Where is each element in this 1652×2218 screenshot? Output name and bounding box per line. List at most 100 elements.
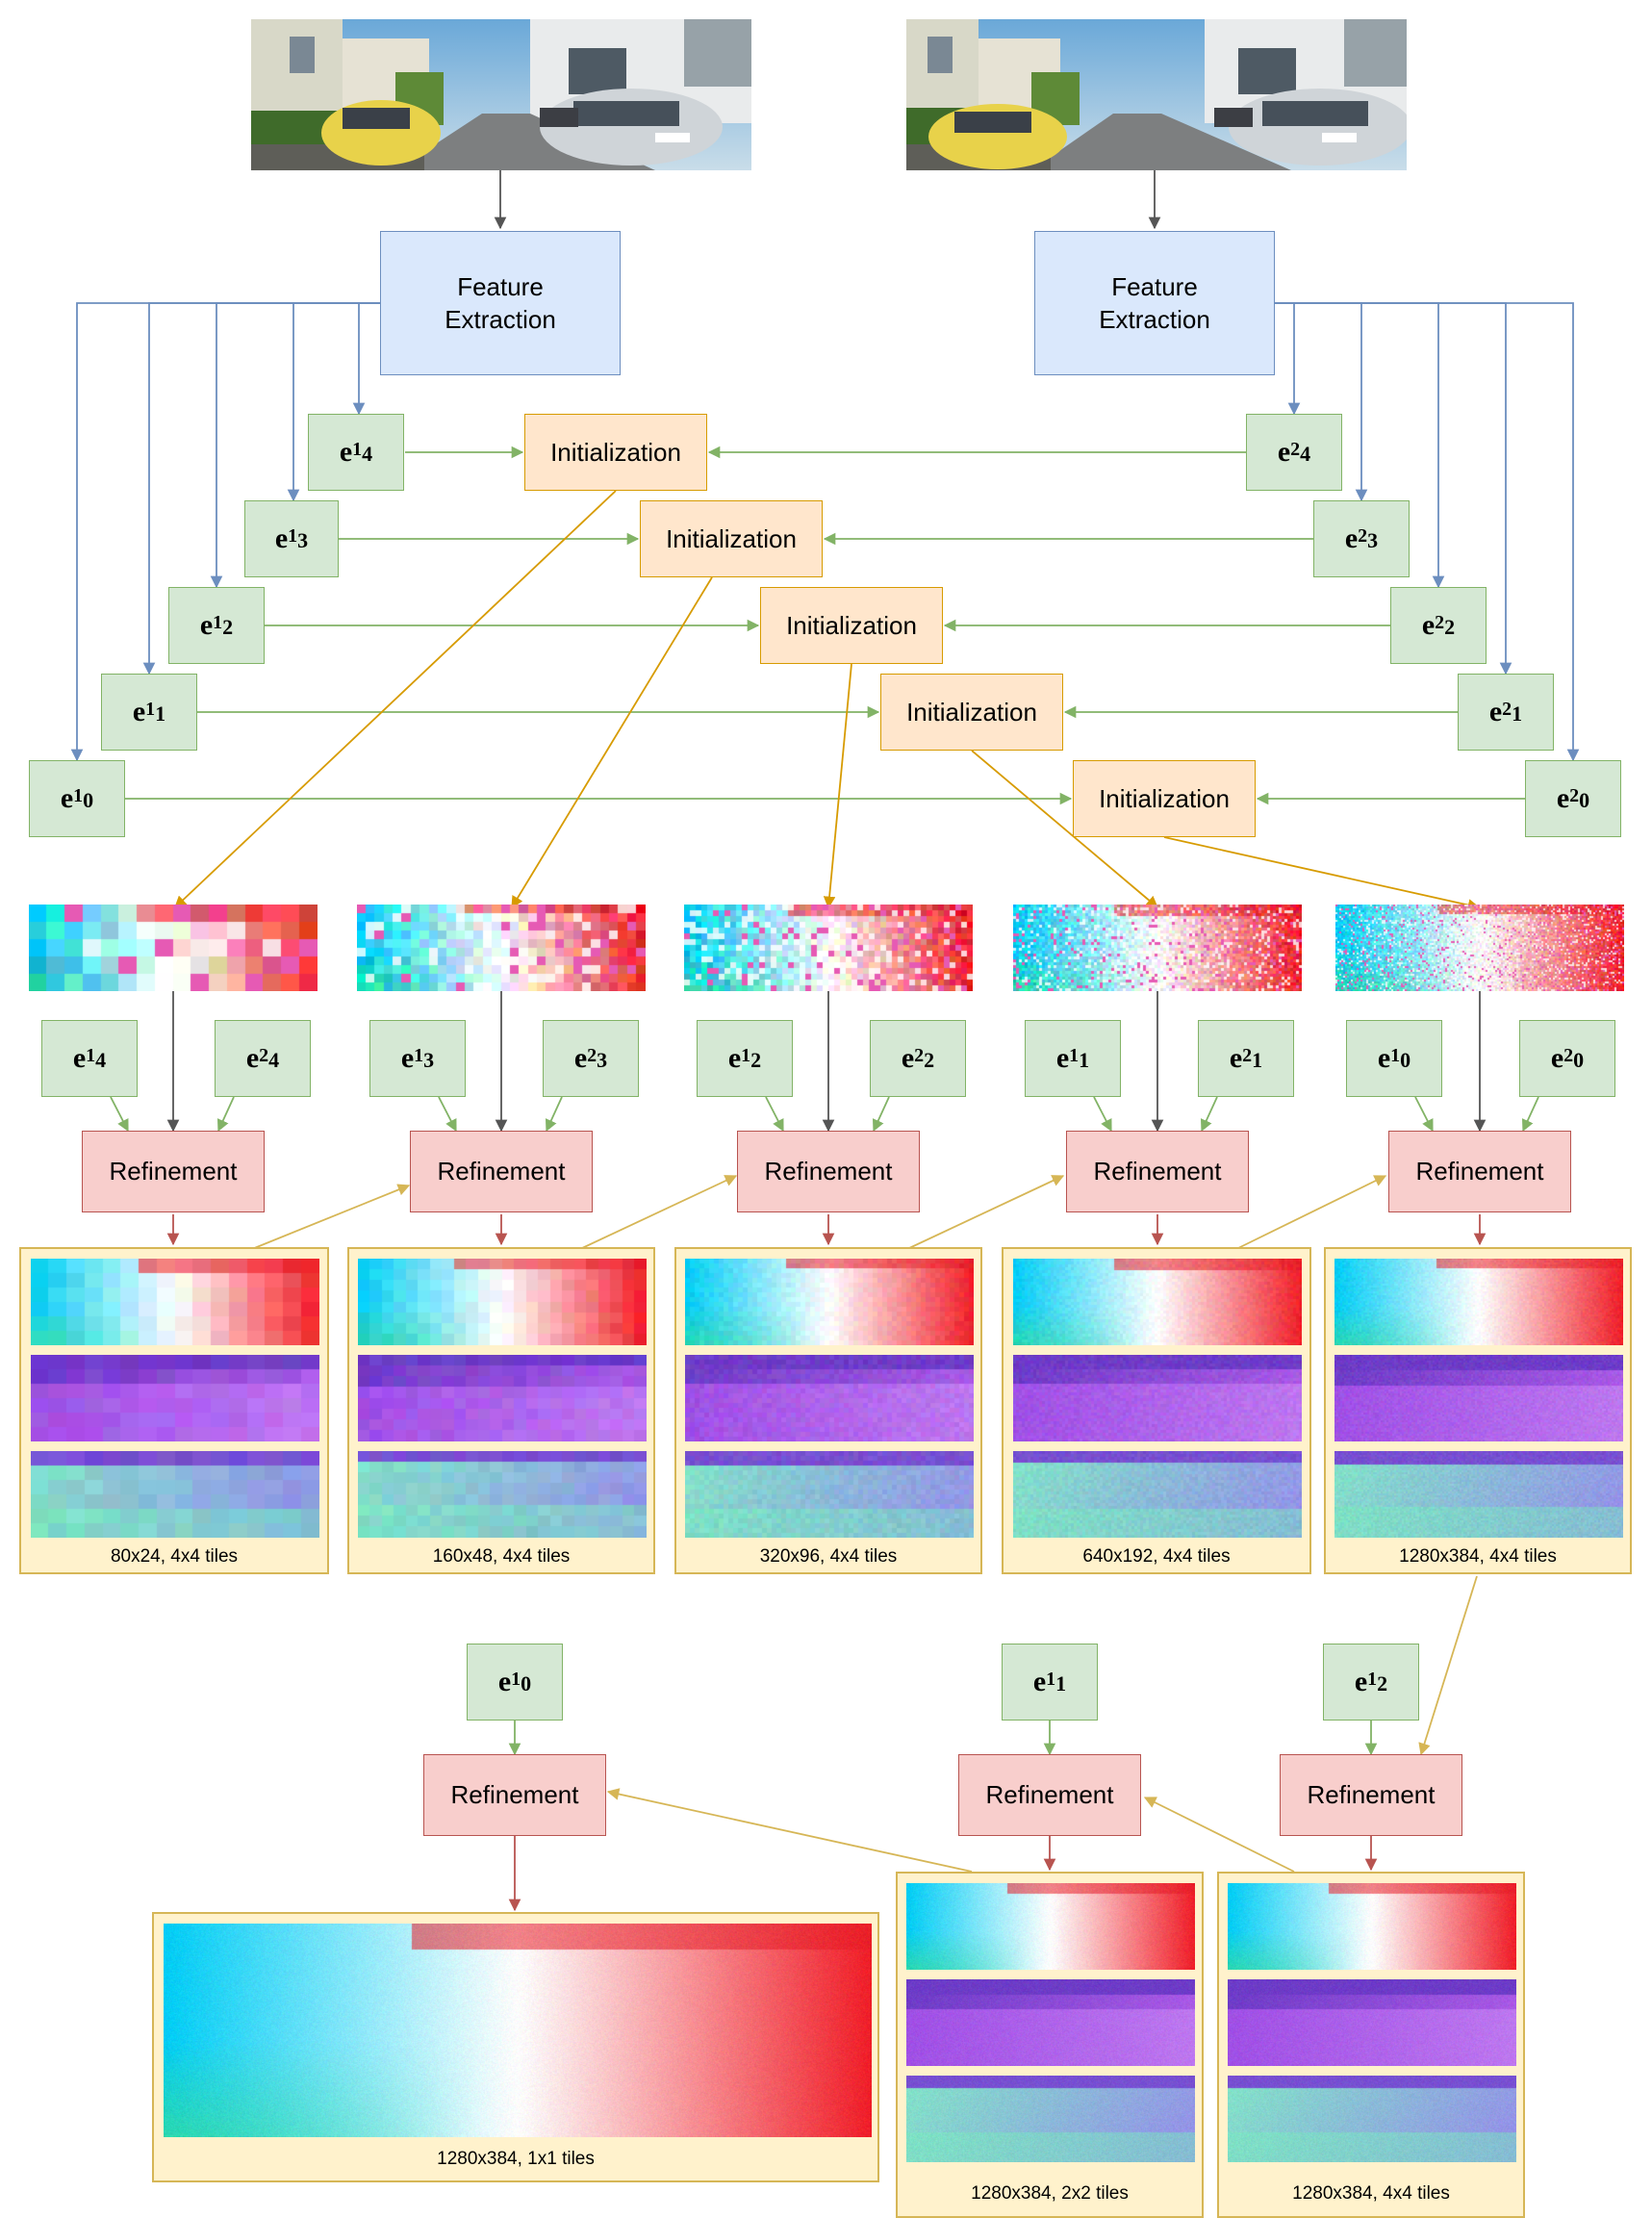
result-panel-level-2: 320x96, 4x4 tiles xyxy=(674,1247,982,1574)
left-camera-image xyxy=(251,19,751,170)
refinement-label: Refinement xyxy=(1415,1157,1544,1185)
disparity-map xyxy=(685,1259,974,1345)
slant-y-map xyxy=(685,1451,974,1538)
slant-y-map xyxy=(1013,1451,1302,1538)
result-panel-2x2: 1280x384, 2x2 tiles xyxy=(896,1872,1204,2218)
initialization-level-1: Initialization xyxy=(880,674,1063,751)
refinement-label: Refinement xyxy=(1093,1157,1222,1185)
encoding-base: e xyxy=(1488,696,1503,727)
panel-caption: 160x48, 4x4 tiles xyxy=(432,1546,571,1567)
encoding-base: e xyxy=(60,782,74,814)
feature-extraction-left-label: Feature Extraction xyxy=(445,272,556,334)
refinement-label: Refinement xyxy=(109,1157,238,1185)
slant-y-map xyxy=(1334,1451,1623,1538)
refinement-level-1: Refinement xyxy=(1066,1131,1249,1212)
encoding-base: e xyxy=(1556,782,1570,814)
refinement-label: Refinement xyxy=(1307,1780,1436,1809)
disparity-map xyxy=(31,1259,319,1345)
feature-extraction-right: Feature Extraction xyxy=(1034,231,1275,375)
initialization-label: Initialization xyxy=(1099,783,1230,813)
encoding-base: e xyxy=(727,1042,742,1074)
disparity-map xyxy=(358,1259,647,1345)
encoding-base: e xyxy=(1354,1666,1368,1697)
encoding-base: e xyxy=(1421,609,1436,641)
refinement-level-0: Refinement xyxy=(1388,1131,1571,1212)
encoding-base: e xyxy=(1550,1042,1564,1074)
encoding-base: e xyxy=(245,1042,260,1074)
slant-x-map xyxy=(1228,1979,1516,2066)
slant-y-map xyxy=(358,1451,647,1538)
encoding-base: e xyxy=(1032,1666,1047,1697)
init-map-level-0 xyxy=(1335,905,1624,991)
panel-caption: 1280x384, 4x4 tiles xyxy=(1399,1546,1557,1567)
disparity-map xyxy=(1334,1259,1623,1345)
refinement-full-res-4x4: Refinement xyxy=(1280,1754,1462,1836)
encoding-base: e xyxy=(132,696,146,727)
refinement-label: Refinement xyxy=(437,1157,566,1185)
encoding-base: e xyxy=(72,1042,87,1074)
result-panel-4x4-full: 1280x384, 4x4 tiles xyxy=(1217,1872,1525,2218)
initialization-label: Initialization xyxy=(550,437,681,467)
encoding-base: e xyxy=(274,523,289,554)
refinement-label: Refinement xyxy=(764,1157,893,1185)
disparity-map xyxy=(906,1883,1195,1970)
refinement-level-4: Refinement xyxy=(82,1131,265,1212)
panel-caption: 1280x384, 1x1 tiles xyxy=(437,2149,595,2169)
encoding-base: e xyxy=(1229,1042,1243,1074)
slant-x-map xyxy=(1013,1355,1302,1441)
slant-y-map xyxy=(1228,2076,1516,2162)
refinement-label: Refinement xyxy=(985,1780,1114,1809)
init-map-level-1 xyxy=(1013,905,1302,991)
initialization-label: Initialization xyxy=(786,610,917,640)
init-map-level-4 xyxy=(29,905,318,991)
panel-caption: 80x24, 4x4 tiles xyxy=(110,1546,239,1567)
feature-extraction-right-label: Feature Extraction xyxy=(1099,272,1210,334)
result-panel-level-0: 1280x384, 4x4 tiles xyxy=(1324,1247,1632,1574)
slant-y-map xyxy=(906,2076,1195,2162)
initialization-level-0: Initialization xyxy=(1073,760,1256,837)
disparity-map xyxy=(1013,1259,1302,1345)
disparity-map xyxy=(164,1924,872,2137)
encoding-base: e xyxy=(400,1042,415,1074)
refinement-level-3: Refinement xyxy=(410,1131,593,1212)
encoding-base: e xyxy=(497,1666,512,1697)
result-panel-level-4: 80x24, 4x4 tiles xyxy=(19,1247,329,1574)
refinement-level-2: Refinement xyxy=(737,1131,920,1212)
slant-x-map xyxy=(906,1979,1195,2066)
slant-x-map xyxy=(1334,1355,1623,1441)
refinement-full-res-1x1: Refinement xyxy=(423,1754,606,1836)
initialization-label: Initialization xyxy=(906,697,1037,727)
encoding-base: e xyxy=(339,436,353,468)
refinement-full-res-2x2: Refinement xyxy=(958,1754,1141,1836)
slant-y-map xyxy=(31,1451,319,1538)
slant-x-map xyxy=(31,1355,319,1441)
panel-caption: 1280x384, 2x2 tiles xyxy=(971,2183,1129,2204)
initialization-level-4: Initialization xyxy=(524,414,707,491)
result-panel-1x1: 1280x384, 1x1 tiles xyxy=(152,1912,879,2182)
panel-caption: 320x96, 4x4 tiles xyxy=(759,1546,898,1567)
panel-caption: 640x192, 4x4 tiles xyxy=(1082,1546,1231,1567)
encoding-base: e xyxy=(1377,1042,1391,1074)
